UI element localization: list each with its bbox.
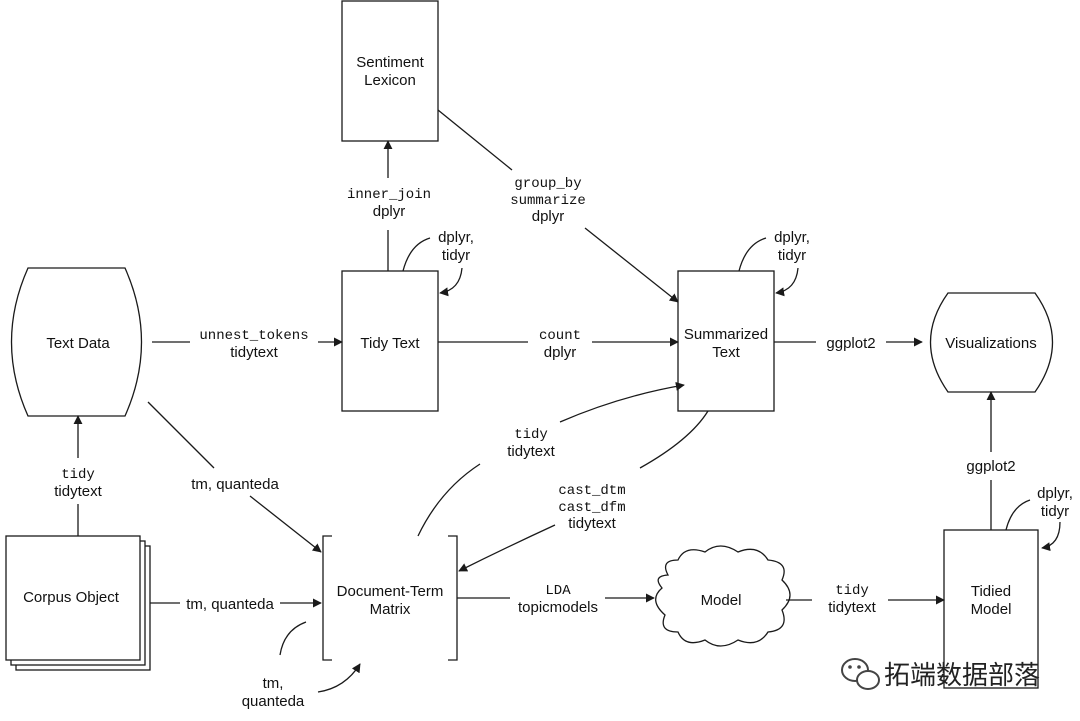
edge-inner-join-pkg: dplyr bbox=[373, 203, 406, 220]
node-document-term-matrix: Document-Term Matrix bbox=[322, 535, 458, 661]
edge-lda-pkg: topicmodels bbox=[518, 599, 598, 616]
node-corpus-object: Corpus Object bbox=[5, 535, 151, 671]
edge-count-code: count bbox=[539, 328, 581, 344]
edge-group-by-code1: group_by bbox=[514, 176, 581, 192]
edge-unnest-tokens: unnest_tokens tidytext bbox=[152, 328, 343, 361]
edge-tidy-text-loop-2: tidyr bbox=[442, 247, 470, 264]
node-sentiment-lexicon: Sentiment Lexicon bbox=[341, 0, 439, 142]
edge-tm-quanteda-diag-label: tm, quanteda bbox=[191, 476, 279, 493]
edge-tidied-loop: dplyr, tidyr bbox=[1005, 485, 1073, 552]
edge-tm-quanteda-diag: tm, quanteda bbox=[147, 401, 322, 553]
node-summarized-text: Summarized Text bbox=[677, 270, 775, 412]
edge-tm-quanteda-corpus-label: tm, quanteda bbox=[186, 596, 274, 613]
node-tidied-model-label-2: Model bbox=[971, 601, 1012, 618]
edge-tidy-dtm-pkg: tidytext bbox=[507, 443, 555, 460]
edge-group-by: group_by summarize dplyr bbox=[437, 109, 679, 303]
edge-lda-code: LDA bbox=[545, 583, 571, 599]
edge-unnest-tokens-code: unnest_tokens bbox=[199, 328, 308, 344]
node-tidy-text: Tidy Text bbox=[341, 270, 439, 412]
node-tidied-model-label-1: Tidied bbox=[971, 583, 1011, 600]
watermark: 拓端数据部落 bbox=[841, 658, 1040, 691]
watermark-text: 拓端数据部落 bbox=[884, 661, 1040, 691]
edge-unnest-tokens-pkg: tidytext bbox=[230, 344, 278, 361]
node-visualizations-label: Visualizations bbox=[945, 335, 1036, 352]
edge-ggplot2-right: ggplot2 bbox=[774, 335, 923, 352]
node-dtm-label-2: Matrix bbox=[370, 601, 411, 618]
edge-dtm-loop: tm, quanteda bbox=[242, 621, 361, 710]
edge-dtm-loop-1: tm, bbox=[263, 675, 284, 692]
edge-tidy-model-code: tidy bbox=[835, 583, 869, 599]
node-dtm-label-1: Document-Term bbox=[337, 583, 444, 600]
edge-dtm-loop-2: quanteda bbox=[242, 693, 305, 710]
edge-ggplot2-right-label: ggplot2 bbox=[826, 335, 875, 352]
edge-summarized-loop-1: dplyr, bbox=[774, 229, 810, 246]
edge-cast: cast_dtm cast_dfm tidytext bbox=[458, 410, 709, 572]
edge-count: count dplyr bbox=[438, 328, 679, 361]
node-corpus-object-label: Corpus Object bbox=[23, 589, 120, 606]
node-text-data: Text Data bbox=[10, 267, 143, 417]
edge-tidied-loop-2: tidyr bbox=[1041, 503, 1069, 520]
edge-tidy-model-pkg: tidytext bbox=[828, 599, 876, 616]
edge-lda: LDA topicmodels bbox=[457, 583, 655, 616]
node-tidy-text-label: Tidy Text bbox=[360, 335, 420, 352]
edge-tidy-text-loop-1: dplyr, bbox=[438, 229, 474, 246]
edge-group-by-code2: summarize bbox=[510, 193, 586, 209]
edge-tidy-corpus-pkg: tidytext bbox=[54, 483, 102, 500]
edge-summarized-loop-2: tidyr bbox=[778, 247, 806, 264]
node-visualizations: Visualizations bbox=[929, 292, 1054, 393]
edge-ggplot2-up: ggplot2 bbox=[966, 391, 1016, 530]
node-model: Model bbox=[655, 545, 791, 647]
edge-cast-code1: cast_dtm bbox=[558, 483, 625, 499]
wechat-icon bbox=[841, 658, 880, 690]
edge-tidy-corpus-code: tidy bbox=[61, 467, 95, 483]
edge-cast-pkg: tidytext bbox=[568, 515, 616, 532]
edge-inner-join-code: inner_join bbox=[347, 187, 431, 203]
edge-tidy-dtm: tidy tidytext bbox=[417, 381, 685, 537]
edge-ggplot2-up-label: ggplot2 bbox=[966, 458, 1015, 475]
edge-group-by-pkg: dplyr bbox=[532, 208, 565, 225]
node-sentiment-lexicon-label-2: Lexicon bbox=[364, 72, 416, 89]
edge-tidy-corpus: tidy tidytext bbox=[54, 415, 103, 536]
node-sentiment-lexicon-label-1: Sentiment bbox=[356, 54, 424, 71]
node-tidied-model: Tidied Model bbox=[943, 529, 1039, 689]
edge-inner-join: inner_join dplyr bbox=[347, 140, 431, 271]
edge-tidied-loop-1: dplyr, bbox=[1037, 485, 1073, 502]
node-text-data-label: Text Data bbox=[46, 335, 110, 352]
edge-tidy-model: tidy tidytext bbox=[786, 583, 945, 616]
edge-tidy-dtm-code: tidy bbox=[514, 427, 548, 443]
node-summarized-text-label-2: Text bbox=[712, 344, 740, 361]
edge-summarized-loop: dplyr, tidyr bbox=[738, 229, 810, 297]
node-summarized-text-label-1: Summarized bbox=[684, 326, 768, 343]
edge-count-pkg: dplyr bbox=[544, 344, 577, 361]
edge-tidy-text-loop: dplyr, tidyr bbox=[402, 229, 474, 297]
edge-cast-code2: cast_dfm bbox=[558, 500, 625, 516]
node-model-label: Model bbox=[701, 592, 742, 609]
edge-tm-quanteda-corpus: tm, quanteda bbox=[150, 596, 322, 613]
